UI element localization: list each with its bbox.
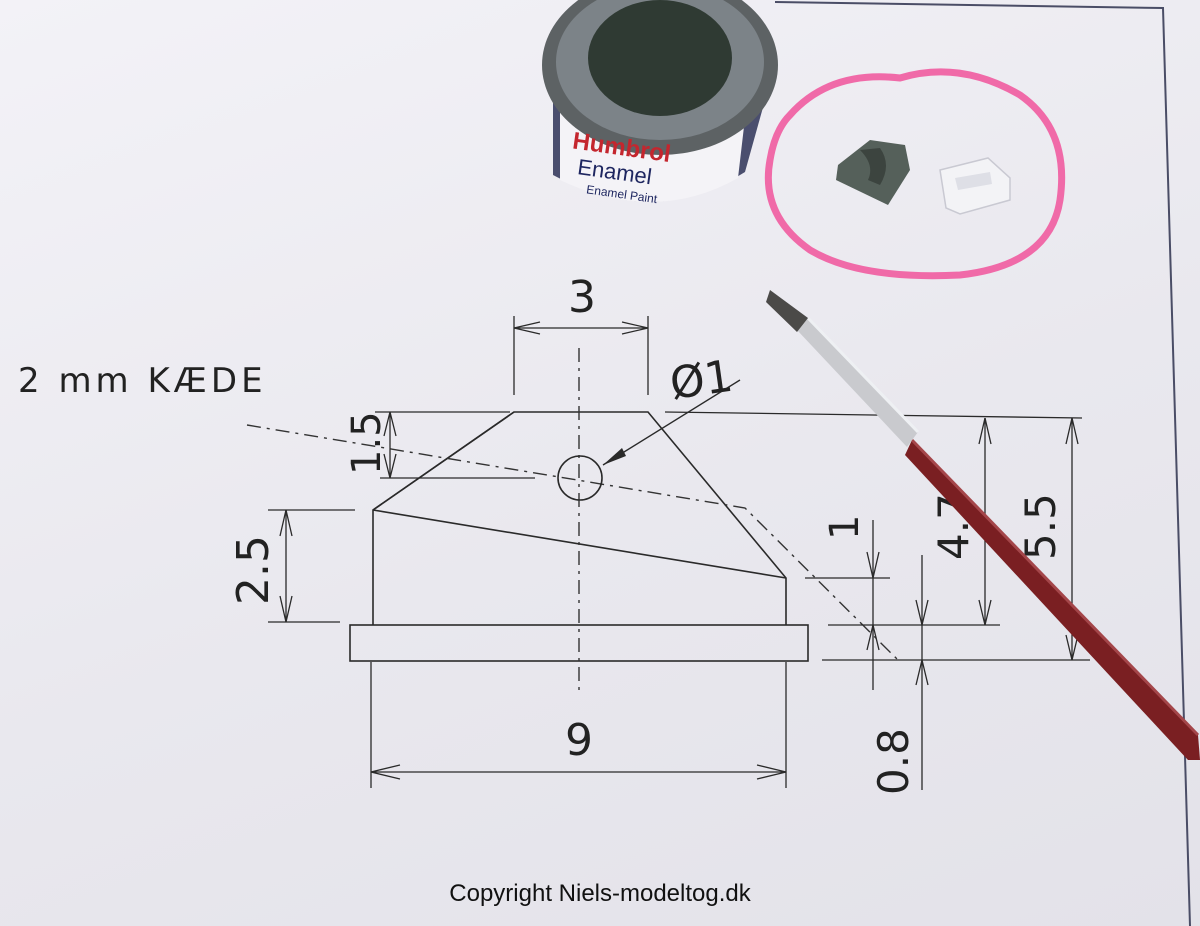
dim-right-small-text: 1 bbox=[822, 515, 868, 540]
dim-total-width-text: 9 bbox=[565, 715, 593, 766]
paint-tin: Humbrol Enamel Enamel Paint bbox=[542, 0, 778, 206]
copyright-text: Copyright Niels-modeltog.dk bbox=[449, 880, 751, 907]
chain-label: 2 mm KÆDE bbox=[18, 361, 267, 401]
chain-path-line bbox=[246, 424, 901, 663]
dim-base-text: 0.8 bbox=[869, 728, 918, 795]
dim-slope bbox=[375, 411, 535, 479]
hole-circle bbox=[557, 455, 603, 501]
dim-height-b-text: 5.5 bbox=[1016, 493, 1065, 560]
page-border bbox=[774, 1, 1191, 926]
dim-hole-text: Ø1 bbox=[667, 351, 736, 410]
dim-total-width bbox=[370, 662, 787, 788]
white-part bbox=[939, 157, 1011, 215]
dim-side bbox=[268, 509, 355, 623]
bracket-outline bbox=[349, 411, 809, 662]
dim-top-width-text: 3 bbox=[568, 272, 596, 323]
dim-top-width bbox=[513, 316, 649, 395]
paint-brush bbox=[766, 290, 1200, 760]
painted-part bbox=[836, 140, 910, 205]
pink-marker-circle bbox=[764, 68, 1066, 280]
dim-side-text: 2.5 bbox=[228, 535, 279, 605]
dim-slope-text: 1.5 bbox=[344, 411, 390, 475]
